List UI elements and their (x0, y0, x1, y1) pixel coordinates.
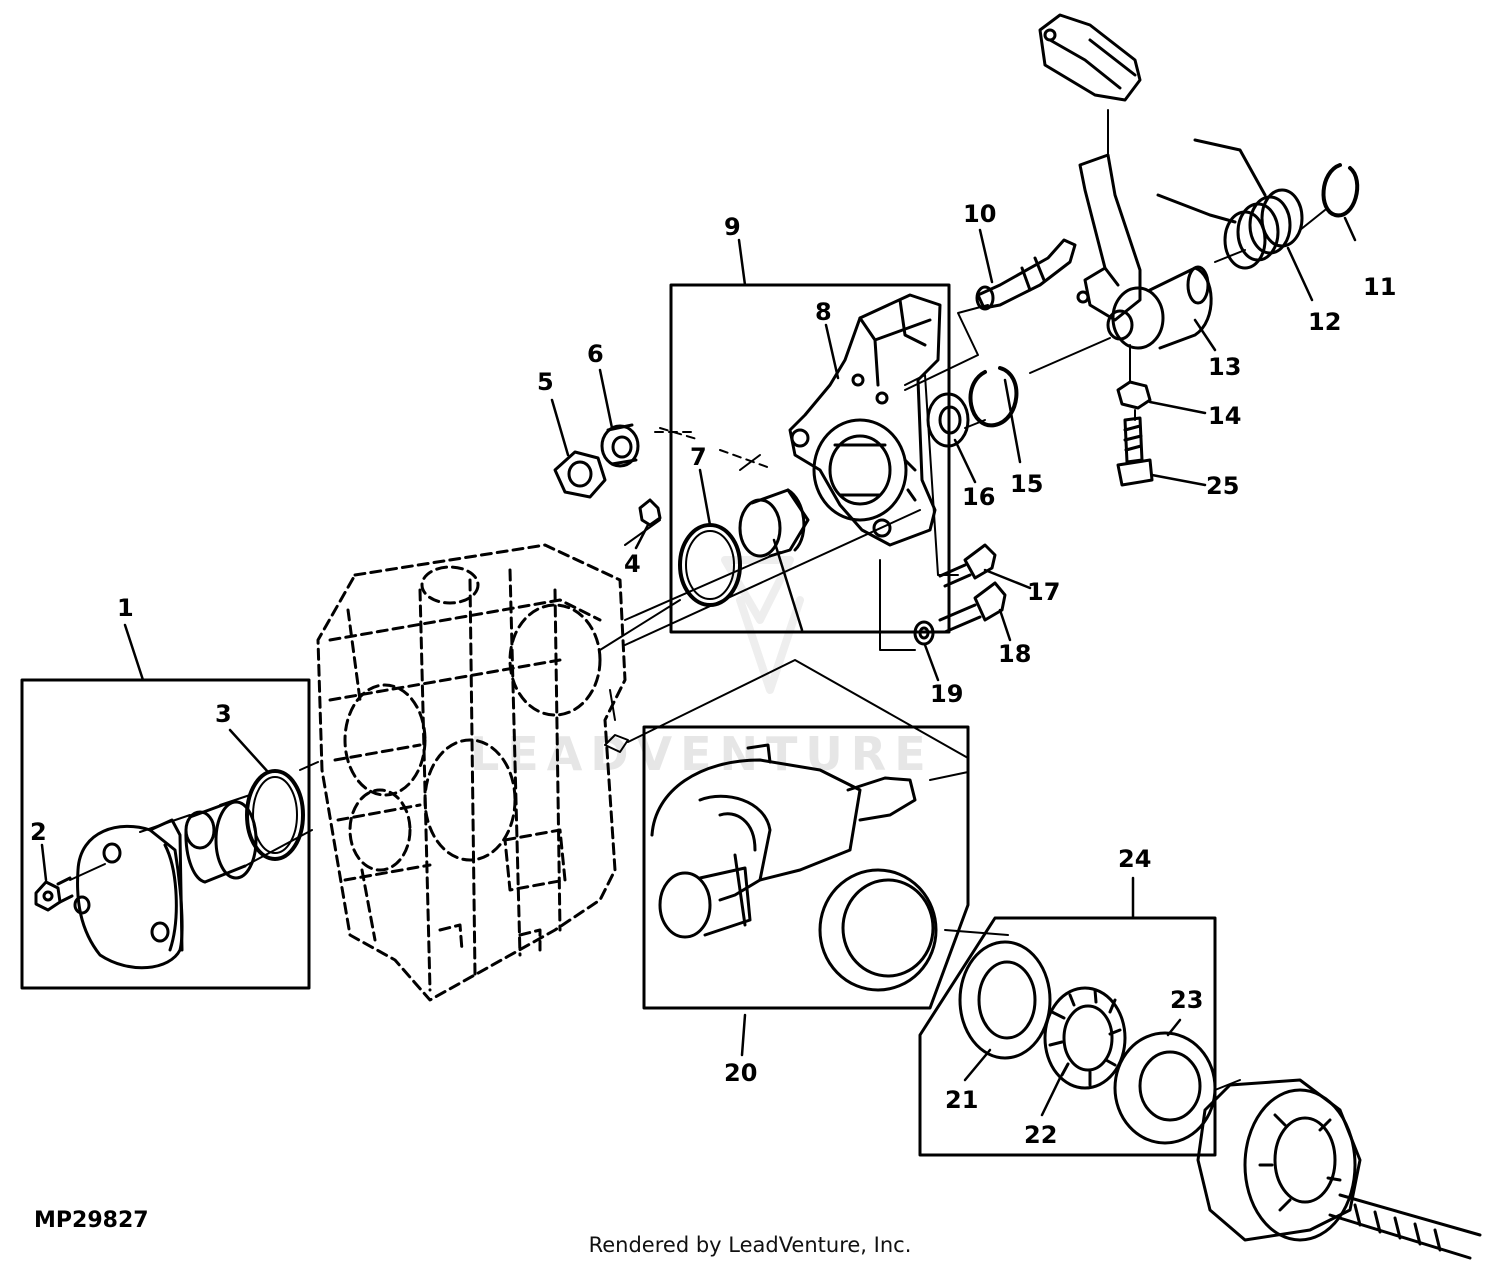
callout-25: 25 (1206, 472, 1239, 500)
group-box-24 (918, 916, 1217, 1157)
part-20-ring (818, 868, 938, 992)
clutch-pack (1196, 1078, 1482, 1260)
group-box-1 (20, 678, 311, 990)
callout-1: 1 (117, 594, 134, 622)
callout-16: 16 (962, 483, 995, 511)
callout-11: 11 (1363, 273, 1396, 301)
part-23-washer (1113, 1031, 1217, 1145)
part-6-washer (600, 423, 640, 468)
part-25-bolt (1116, 416, 1154, 487)
part-10-shaft (975, 238, 1077, 311)
callout-8: 8 (815, 298, 832, 326)
part-21-washer (958, 940, 1052, 1060)
callout-20: 20 (724, 1059, 757, 1087)
callout-5: 5 (537, 368, 554, 396)
part-1-cover-plate (73, 818, 184, 970)
callout-13: 13 (1208, 353, 1241, 381)
callout-22: 22 (1024, 1121, 1057, 1149)
part-22-bearing (1043, 986, 1127, 1090)
callout-4: 4 (624, 550, 641, 578)
part-4-pin (638, 498, 662, 527)
leader-lines (40, 216, 1357, 1117)
callout-6: 6 (587, 340, 604, 368)
part-2-screw (34, 876, 74, 912)
watermark-text: LEADVENTURE (470, 727, 934, 781)
part-3-o-ring (245, 769, 305, 861)
top-linkage (1038, 13, 1142, 102)
callout-17: 17 (1027, 578, 1060, 606)
part-13-lever-arm (1076, 153, 1213, 350)
callout-23: 23 (1170, 986, 1203, 1014)
callout-7: 7 (690, 443, 707, 471)
part-20-shift-fork (650, 743, 917, 939)
callout-10: 10 (963, 200, 996, 228)
part-8-valve-housing (788, 293, 942, 547)
callout-14: 14 (1208, 402, 1241, 430)
transmission-housing (316, 543, 627, 1002)
part-14-nut (1116, 380, 1152, 410)
part-12-spring (1156, 138, 1304, 270)
part-18-bolt (938, 581, 1007, 634)
callout-2: 2 (30, 818, 47, 846)
callout-3: 3 (215, 700, 232, 728)
part-11-snap-ring (1321, 163, 1360, 218)
part-9-sleeve (738, 488, 810, 558)
figure-id: MP29827 (34, 1208, 149, 1233)
callouts: 1 2 3 4 5 6 7 8 9 10 11 12 13 14 15 16 1… (30, 200, 1396, 1149)
callout-12: 12 (1308, 308, 1341, 336)
callout-21: 21 (945, 1086, 978, 1114)
callout-24: 24 (1118, 845, 1151, 873)
watermark: LEADVENTURE (470, 556, 934, 781)
callout-15: 15 (1010, 470, 1043, 498)
render-credit: Rendered by LeadVenture, Inc. (588, 1233, 912, 1257)
callout-18: 18 (998, 640, 1031, 668)
part-15-snap-ring (968, 366, 1019, 428)
callout-9: 9 (724, 213, 741, 241)
part-19-washer (913, 620, 935, 646)
group-box-9 (669, 283, 951, 634)
assembly-lines (69, 109, 1326, 1091)
part-5-nut (553, 450, 607, 499)
callout-19: 19 (930, 680, 963, 708)
